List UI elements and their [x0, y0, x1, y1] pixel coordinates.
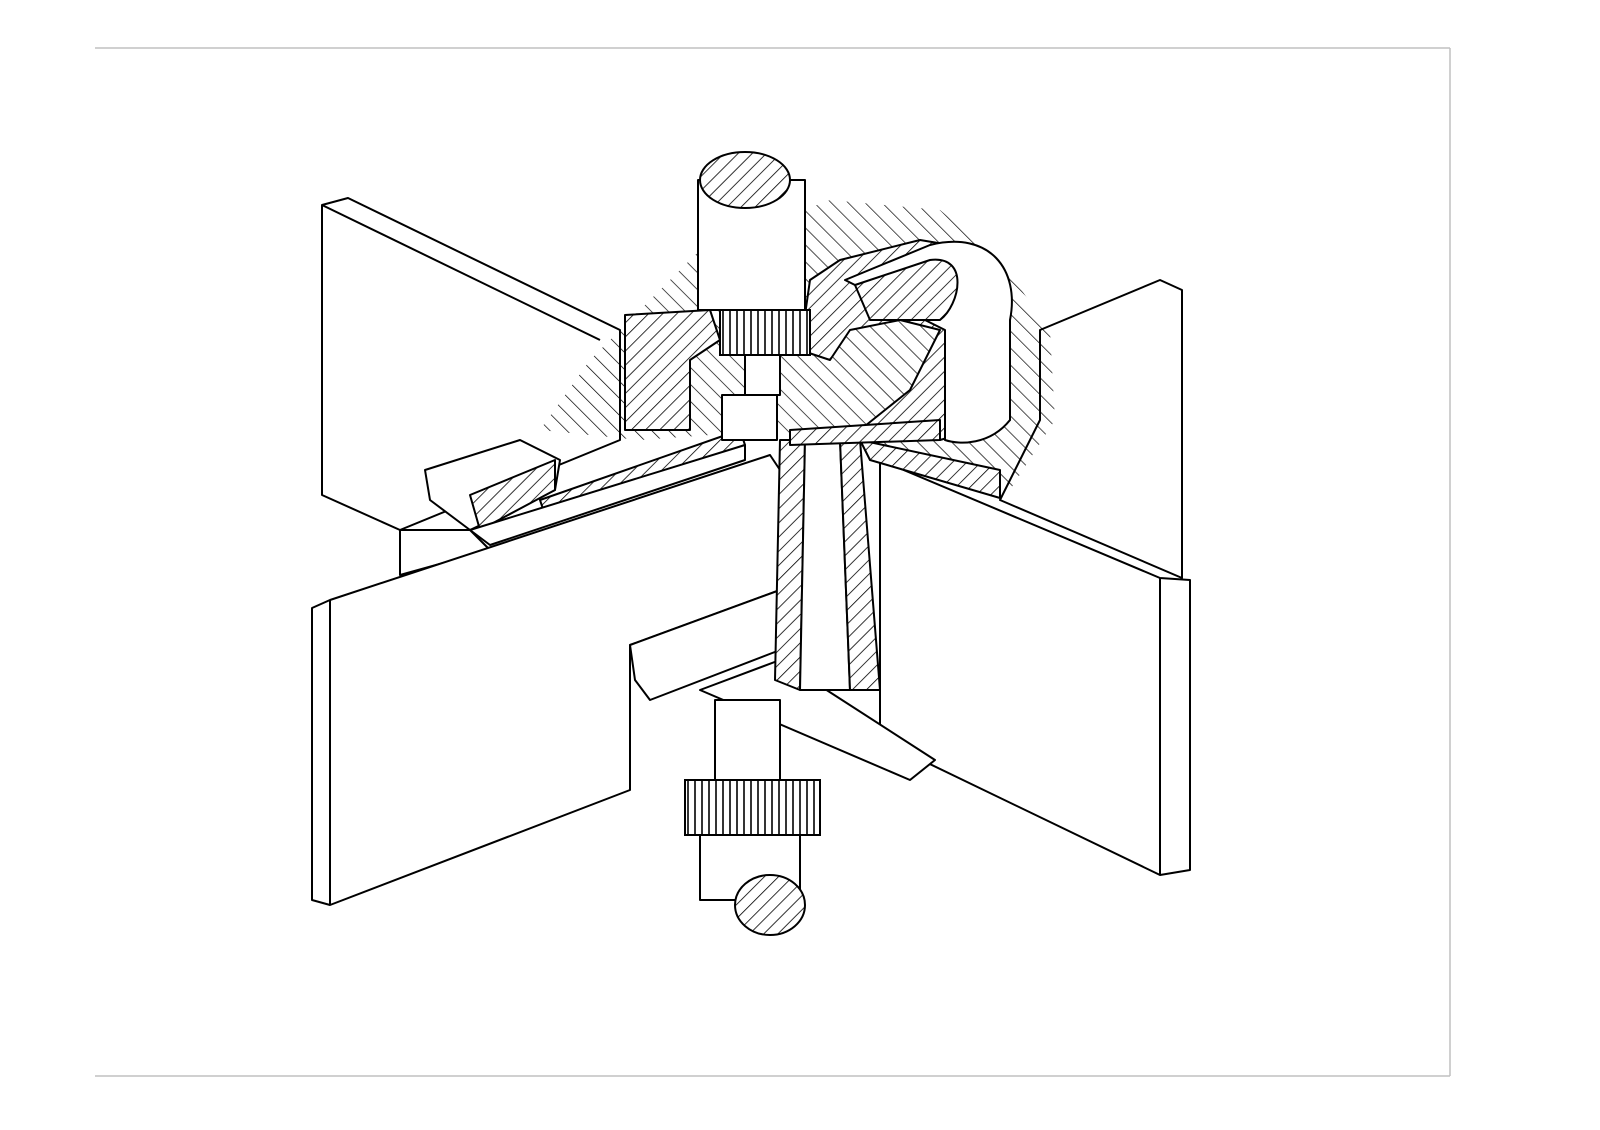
- right-plate: [879, 279, 1191, 876]
- nozzle-section: [774, 419, 941, 691]
- top-shaft: [697, 151, 811, 441]
- bottom-shaft: [684, 699, 821, 936]
- page-border: [95, 47, 1451, 1077]
- arm: [629, 589, 936, 781]
- ring-section: [844, 240, 1013, 444]
- left-slide: [399, 429, 746, 576]
- back-left-plate: [321, 197, 621, 531]
